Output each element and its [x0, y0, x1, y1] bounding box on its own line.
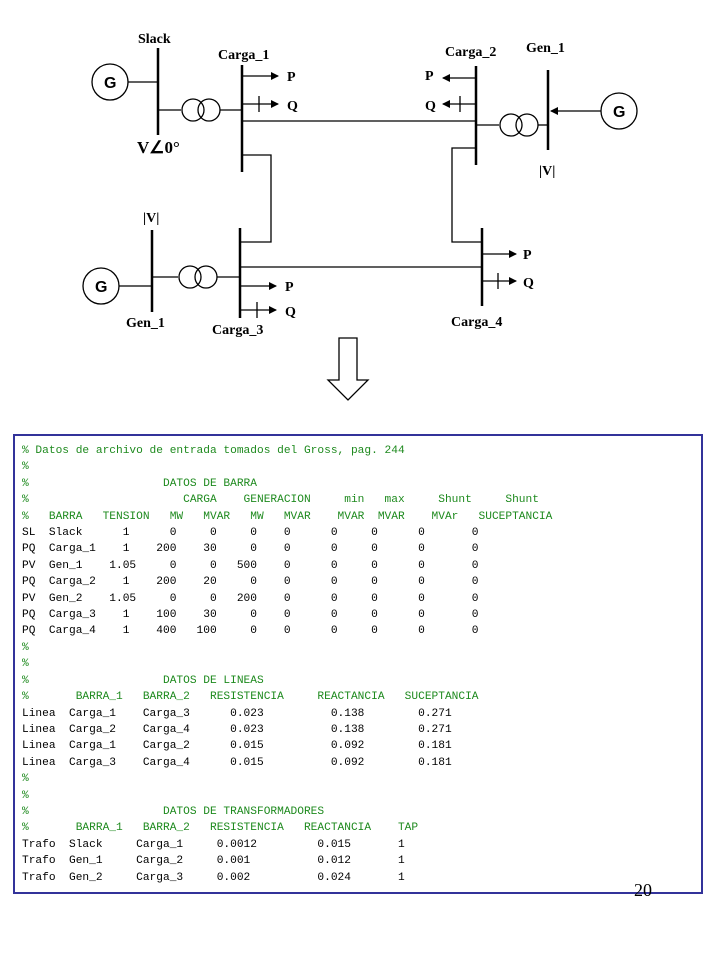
code-data-line: Linea Carga_3 Carga_4 0.015 0.092 0.181: [22, 756, 452, 769]
input-file-box: [13, 434, 703, 894]
code-comment-line: %: [22, 773, 29, 786]
transformer-gen-carga3-icon: [178, 265, 202, 289]
carga4-q-label: Q: [523, 276, 534, 291]
gen1-bottom-generator-label: G: [95, 279, 107, 296]
code-comment-line: %: [22, 461, 29, 474]
code-comment-line: % DATOS DE LINEAS: [22, 674, 264, 687]
carga4-p-label: P: [523, 248, 532, 263]
line-carga2-carga4: [451, 147, 482, 243]
slack-voltage-label: V∠0°: [137, 138, 180, 157]
code-data-line: Linea Carga_1 Carga_2 0.015 0.092 0.181: [22, 740, 452, 753]
line-carga1-carga3: [240, 154, 272, 243]
code-data-line: PQ Carga_1 1 200 30 0 0 0 0 0 0: [22, 543, 479, 556]
code-comment-line: % BARRA TENSION MW MVAR MW MVAR MVAR MVA…: [22, 510, 553, 523]
page-number: 20: [634, 880, 652, 900]
code-data-line: PQ Carga_4 1 400 100 0 0 0 0 0 0: [22, 625, 479, 638]
carga3-label: Carga_3: [212, 323, 263, 338]
code-comment-line: % DATOS DE BARRA: [22, 477, 257, 490]
code-data-line: Trafo Gen_2 Carga_3 0.002 0.024 1: [22, 871, 405, 884]
gen1-top-generator-label: G: [613, 104, 625, 121]
code-comment-line: % BARRA_1 BARRA_2 RESISTENCIA REACTANCIA…: [22, 691, 479, 704]
gen1-bottom-voltage-label: |V|: [143, 211, 159, 226]
carga1-q-label: Q: [287, 99, 298, 114]
code-comment-line: %: [22, 789, 29, 802]
transformer-gen1-carga2-icon: [499, 113, 523, 137]
down-arrow-icon: [326, 337, 370, 401]
transformer-slack-carga1-icon: [181, 98, 205, 122]
transformer-slack-carga1-icon-2: [197, 98, 221, 122]
slack-label: Slack: [138, 32, 171, 47]
code-data-line: Linea Carga_1 Carga_3 0.023 0.138 0.271: [22, 707, 452, 720]
carga2-q-label: Q: [425, 99, 436, 114]
carga3-p-label: P: [285, 280, 294, 295]
code-comment-line: % Datos de archivo de entrada tomados de…: [22, 445, 405, 457]
carga2-label: Carga_2: [445, 45, 496, 60]
code-data-line: PQ Carga_3 1 100 30 0 0 0 0 0 0: [22, 609, 479, 622]
input-file-code: % Datos de archivo de entrada tomados de…: [22, 443, 552, 886]
transformer-gen-carga3-icon-2: [194, 265, 218, 289]
carga4-label: Carga_4: [451, 315, 502, 330]
transformer-gen1-carga2-icon-2: [515, 113, 539, 137]
code-comment-line: % CARGA GENERACION min max Shunt Shunt: [22, 494, 539, 507]
code-comment-line: %: [22, 658, 29, 671]
code-data-line: PV Gen_1 1.05 0 0 500 0 0 0 0 0: [22, 559, 479, 572]
power-system-diagram: Slack G V∠0° Carga_1 P Q Carga_2 P Q Gen…: [82, 32, 638, 401]
code-data-line: Trafo Slack Carga_1 0.0012 0.015 1: [22, 838, 405, 851]
carga3-q-label: Q: [285, 305, 296, 320]
code-comment-line: %: [22, 641, 29, 654]
code-data-line: SL Slack 1 0 0 0 0 0 0 0 0: [22, 527, 479, 540]
code-data-line: PQ Carga_2 1 200 20 0 0 0 0 0 0: [22, 576, 479, 589]
gen1-top-label: Gen_1: [526, 41, 565, 56]
carga1-label: Carga_1: [218, 48, 269, 63]
code-data-line: PV Gen_2 1.05 0 0 200 0 0 0 0 0: [22, 592, 479, 605]
code-comment-line: % DATOS DE TRANSFORMADORES: [22, 805, 325, 818]
carga1-p-label: P: [287, 70, 296, 85]
code-data-line: Trafo Gen_1 Carga_2 0.001 0.012 1: [22, 855, 405, 868]
slack-generator-label: G: [104, 75, 116, 92]
code-comment-line: % BARRA_1 BARRA_2 RESISTENCIA REACTANCIA…: [22, 822, 419, 835]
code-data-line: Linea Carga_2 Carga_4 0.023 0.138 0.271: [22, 723, 452, 736]
gen1-top-voltage-label: |V|: [539, 164, 555, 179]
carga2-p-label: P: [425, 69, 434, 84]
gen1-bottom-label: Gen_1: [126, 316, 165, 331]
